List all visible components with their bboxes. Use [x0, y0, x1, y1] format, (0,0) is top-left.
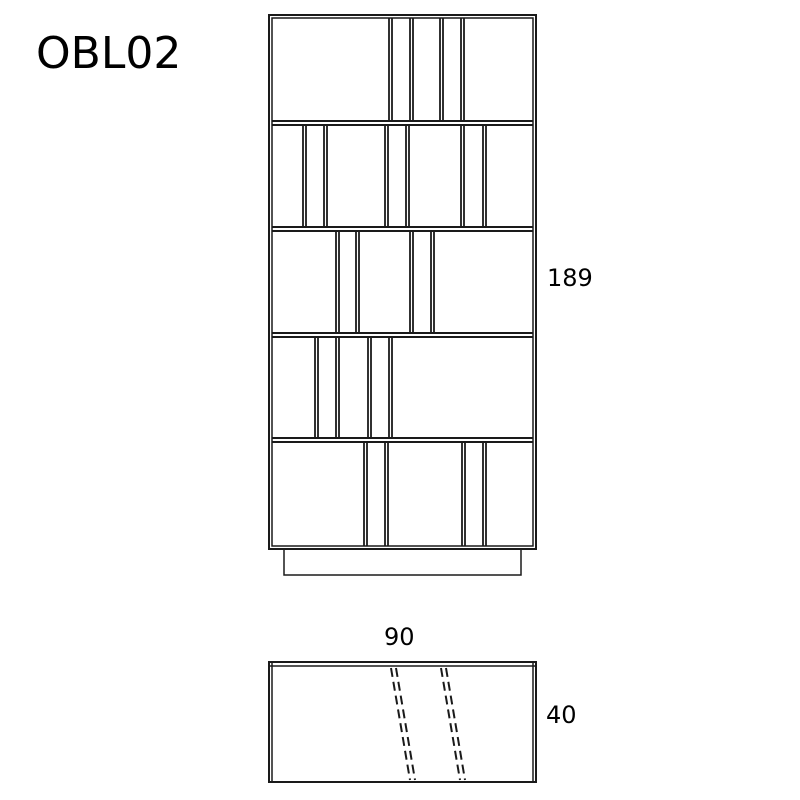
row-4-dividers	[314, 337, 393, 438]
row-2-dividers	[302, 125, 487, 227]
depth-dimension-label: 40	[546, 701, 577, 729]
cabinet-outer-frame	[268, 14, 537, 550]
height-dimension-label: 189	[547, 264, 593, 292]
plan-outer-frame	[268, 661, 537, 783]
row-1-dividers	[388, 18, 465, 121]
hidden-diagonal-panels	[390, 667, 466, 781]
width-dimension-label: 90	[384, 623, 415, 651]
shelves	[272, 120, 533, 443]
cabinet-plinth	[283, 548, 522, 576]
cabinet-inner-frame	[271, 17, 534, 547]
front-elevation-view	[268, 14, 537, 576]
model-code-title: OBL02	[36, 28, 182, 79]
top-plan-view	[268, 661, 537, 783]
row-3-dividers	[335, 231, 435, 333]
row-5-dividers	[363, 442, 487, 546]
